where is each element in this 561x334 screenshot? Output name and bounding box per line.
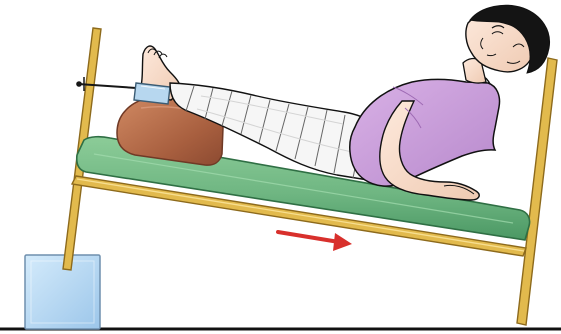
patient-shirt: [350, 72, 500, 186]
support-block: [25, 255, 100, 329]
traction-boot: [134, 83, 170, 104]
arrow-right-icon: [278, 232, 352, 251]
